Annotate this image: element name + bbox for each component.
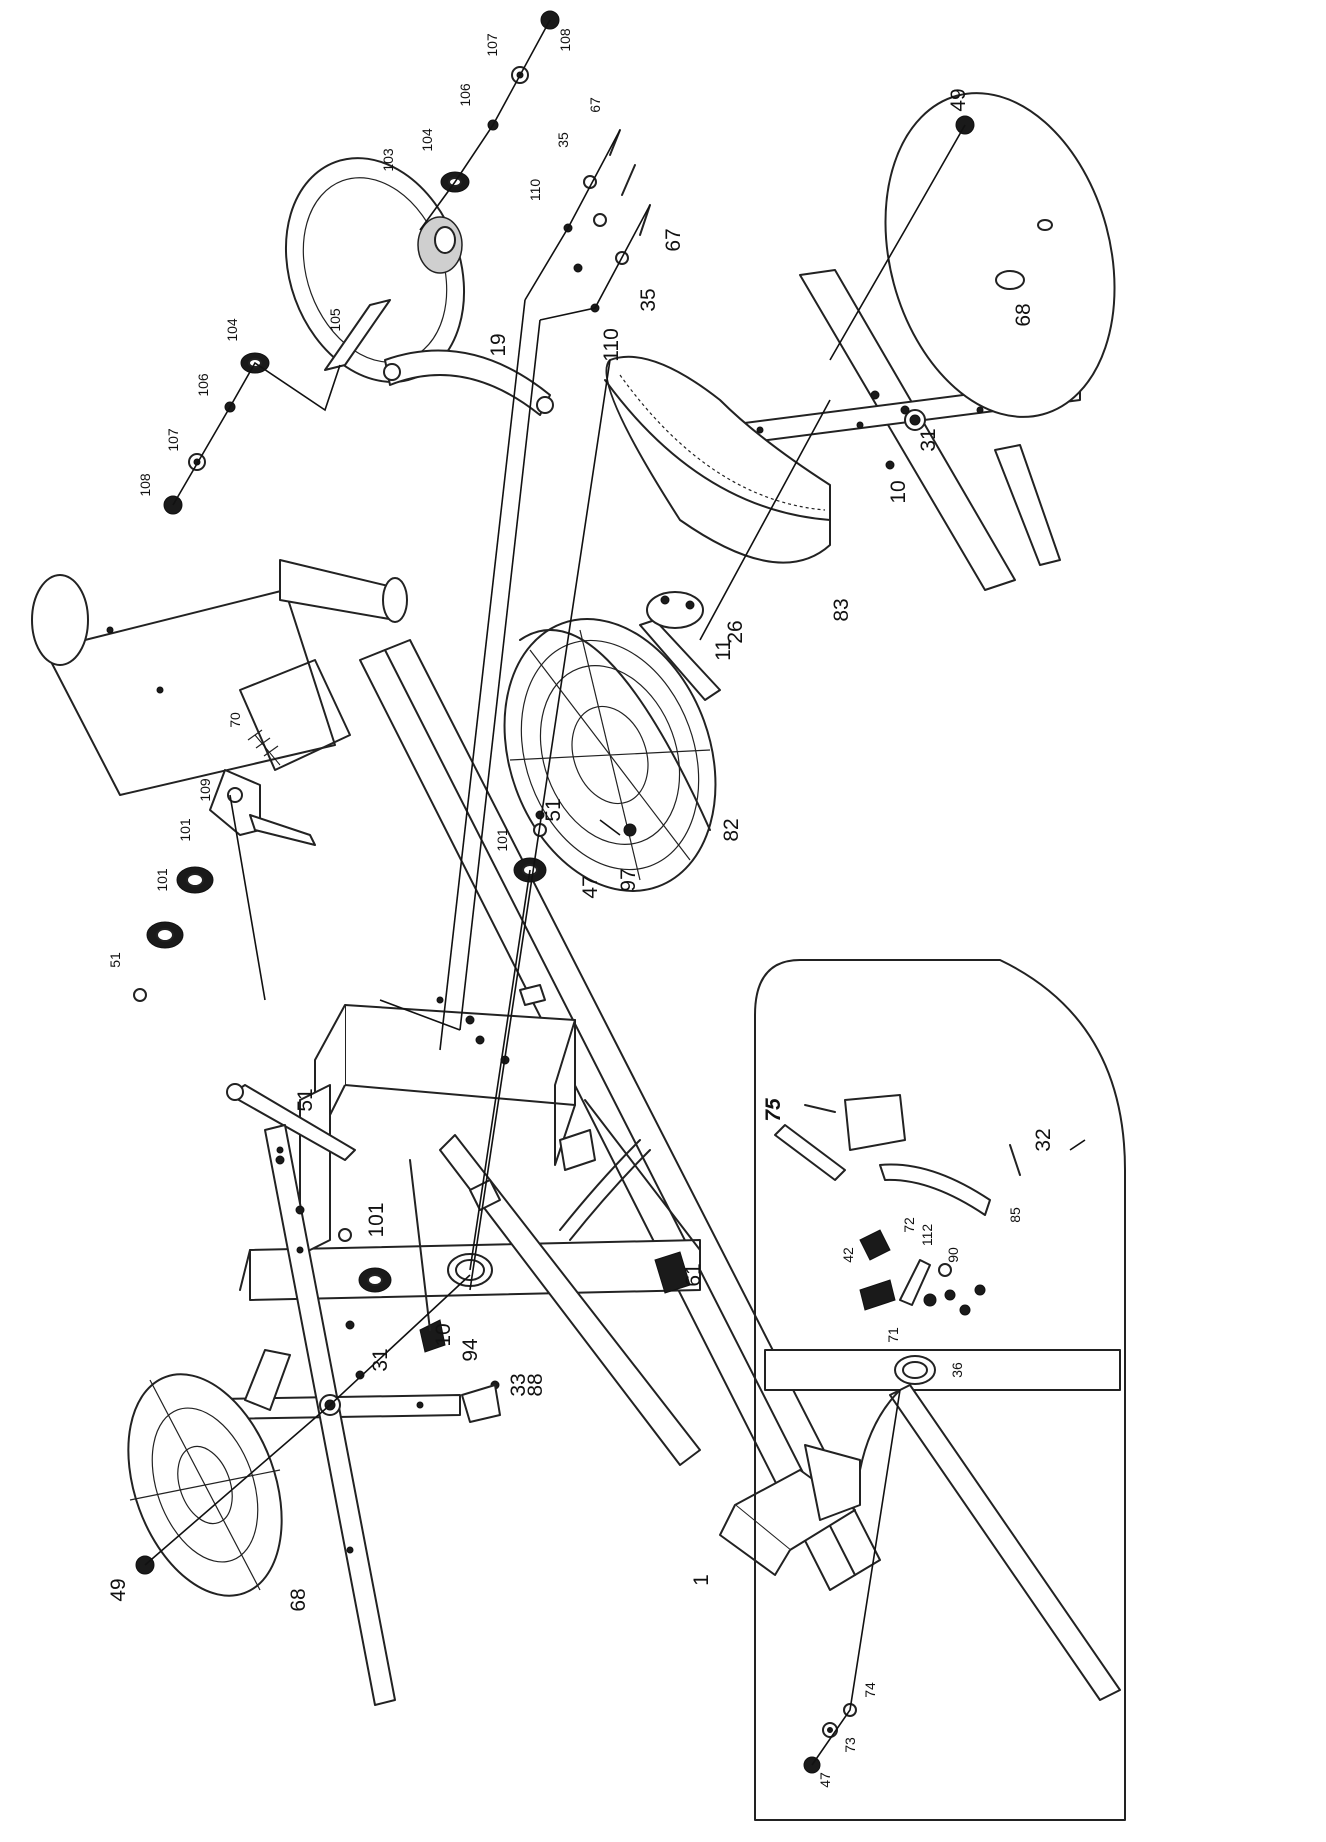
label-67a: 67 bbox=[587, 97, 603, 113]
label-101a: 101 bbox=[154, 868, 170, 892]
label-73: 73 bbox=[842, 1737, 858, 1753]
label-33: 33 bbox=[507, 1373, 530, 1396]
label-106a: 106 bbox=[457, 83, 473, 107]
label-42: 42 bbox=[840, 1247, 856, 1263]
crank-axle bbox=[639, 591, 721, 701]
label-32: 32 bbox=[1032, 1128, 1055, 1151]
leader-lines bbox=[144, 19, 966, 1566]
label-105: 105 bbox=[327, 308, 343, 332]
brake-strap bbox=[383, 349, 554, 416]
label-104b: 104 bbox=[224, 318, 240, 342]
label-75: 75 bbox=[762, 1098, 785, 1122]
label-82: 82 bbox=[720, 818, 743, 841]
label-49b: 49 bbox=[107, 1578, 130, 1601]
inset-detail bbox=[754, 959, 1126, 1821]
label-19: 19 bbox=[487, 333, 510, 356]
label-51a: 51 bbox=[107, 952, 123, 968]
label-83: 83 bbox=[830, 598, 853, 621]
pulley-wheel bbox=[503, 618, 717, 892]
flywheel-axle bbox=[324, 299, 391, 371]
label-110b: 110 bbox=[600, 328, 623, 361]
label-11: 11 bbox=[712, 639, 735, 661]
label-70: 70 bbox=[227, 712, 243, 728]
label-10a: 10 bbox=[432, 1323, 455, 1346]
right-end-cap bbox=[884, 92, 1116, 418]
label-68a: 68 bbox=[1012, 303, 1035, 326]
label-31b: 31 bbox=[917, 428, 940, 451]
label-49a: 49 bbox=[947, 88, 970, 111]
flywheel bbox=[284, 157, 466, 383]
label-108a: 108 bbox=[557, 28, 573, 52]
label-10b: 10 bbox=[887, 480, 910, 503]
label-110a: 110 bbox=[527, 179, 543, 202]
label-104a: 104 bbox=[419, 128, 435, 152]
label-97: 97 bbox=[617, 868, 640, 891]
label-85: 85 bbox=[1007, 1207, 1023, 1223]
label-61: 61 bbox=[682, 1263, 705, 1286]
label-101c: 101 bbox=[494, 828, 510, 852]
label-26: 26 bbox=[724, 620, 747, 643]
label-94: 94 bbox=[459, 1338, 482, 1362]
label-72: 72 bbox=[901, 1217, 917, 1233]
label-103: 103 bbox=[380, 148, 396, 172]
label-107b: 107 bbox=[165, 428, 181, 452]
label-36: 36 bbox=[949, 1362, 965, 1378]
drive-belt bbox=[604, 355, 831, 564]
label-67b: 67 bbox=[662, 228, 685, 251]
label-90: 90 bbox=[945, 1247, 961, 1263]
label-112: 112 bbox=[919, 1224, 935, 1247]
label-51c: 51 bbox=[294, 1088, 317, 1111]
label-47b: 47 bbox=[817, 1772, 833, 1788]
tension-bracket bbox=[209, 769, 316, 846]
label-35a: 35 bbox=[555, 132, 571, 148]
label-31a: 31 bbox=[369, 1348, 392, 1371]
label-71: 71 bbox=[885, 1327, 901, 1343]
label-101d: 101 bbox=[365, 1202, 388, 1237]
label-47a: 47 bbox=[579, 875, 602, 898]
label-74: 74 bbox=[862, 1682, 878, 1698]
label-101b: 101 bbox=[177, 818, 193, 842]
label-51b: 51 bbox=[542, 798, 565, 821]
left-end-cap bbox=[127, 1373, 283, 1597]
small-parts bbox=[409, 1159, 691, 1423]
tension-spring bbox=[247, 729, 281, 766]
label-108b: 108 bbox=[137, 473, 153, 497]
label-88: 88 bbox=[524, 1373, 547, 1396]
part-labels: 1 10 10 11 19 26 31 31 32 33 35 35 36 42… bbox=[107, 28, 1055, 1788]
label-109: 109 bbox=[197, 778, 213, 802]
label-107a: 107 bbox=[484, 33, 500, 57]
label-1: 1 bbox=[690, 1574, 713, 1586]
label-68b: 68 bbox=[287, 1588, 310, 1611]
label-35b: 35 bbox=[637, 288, 660, 311]
label-106b: 106 bbox=[195, 373, 211, 397]
